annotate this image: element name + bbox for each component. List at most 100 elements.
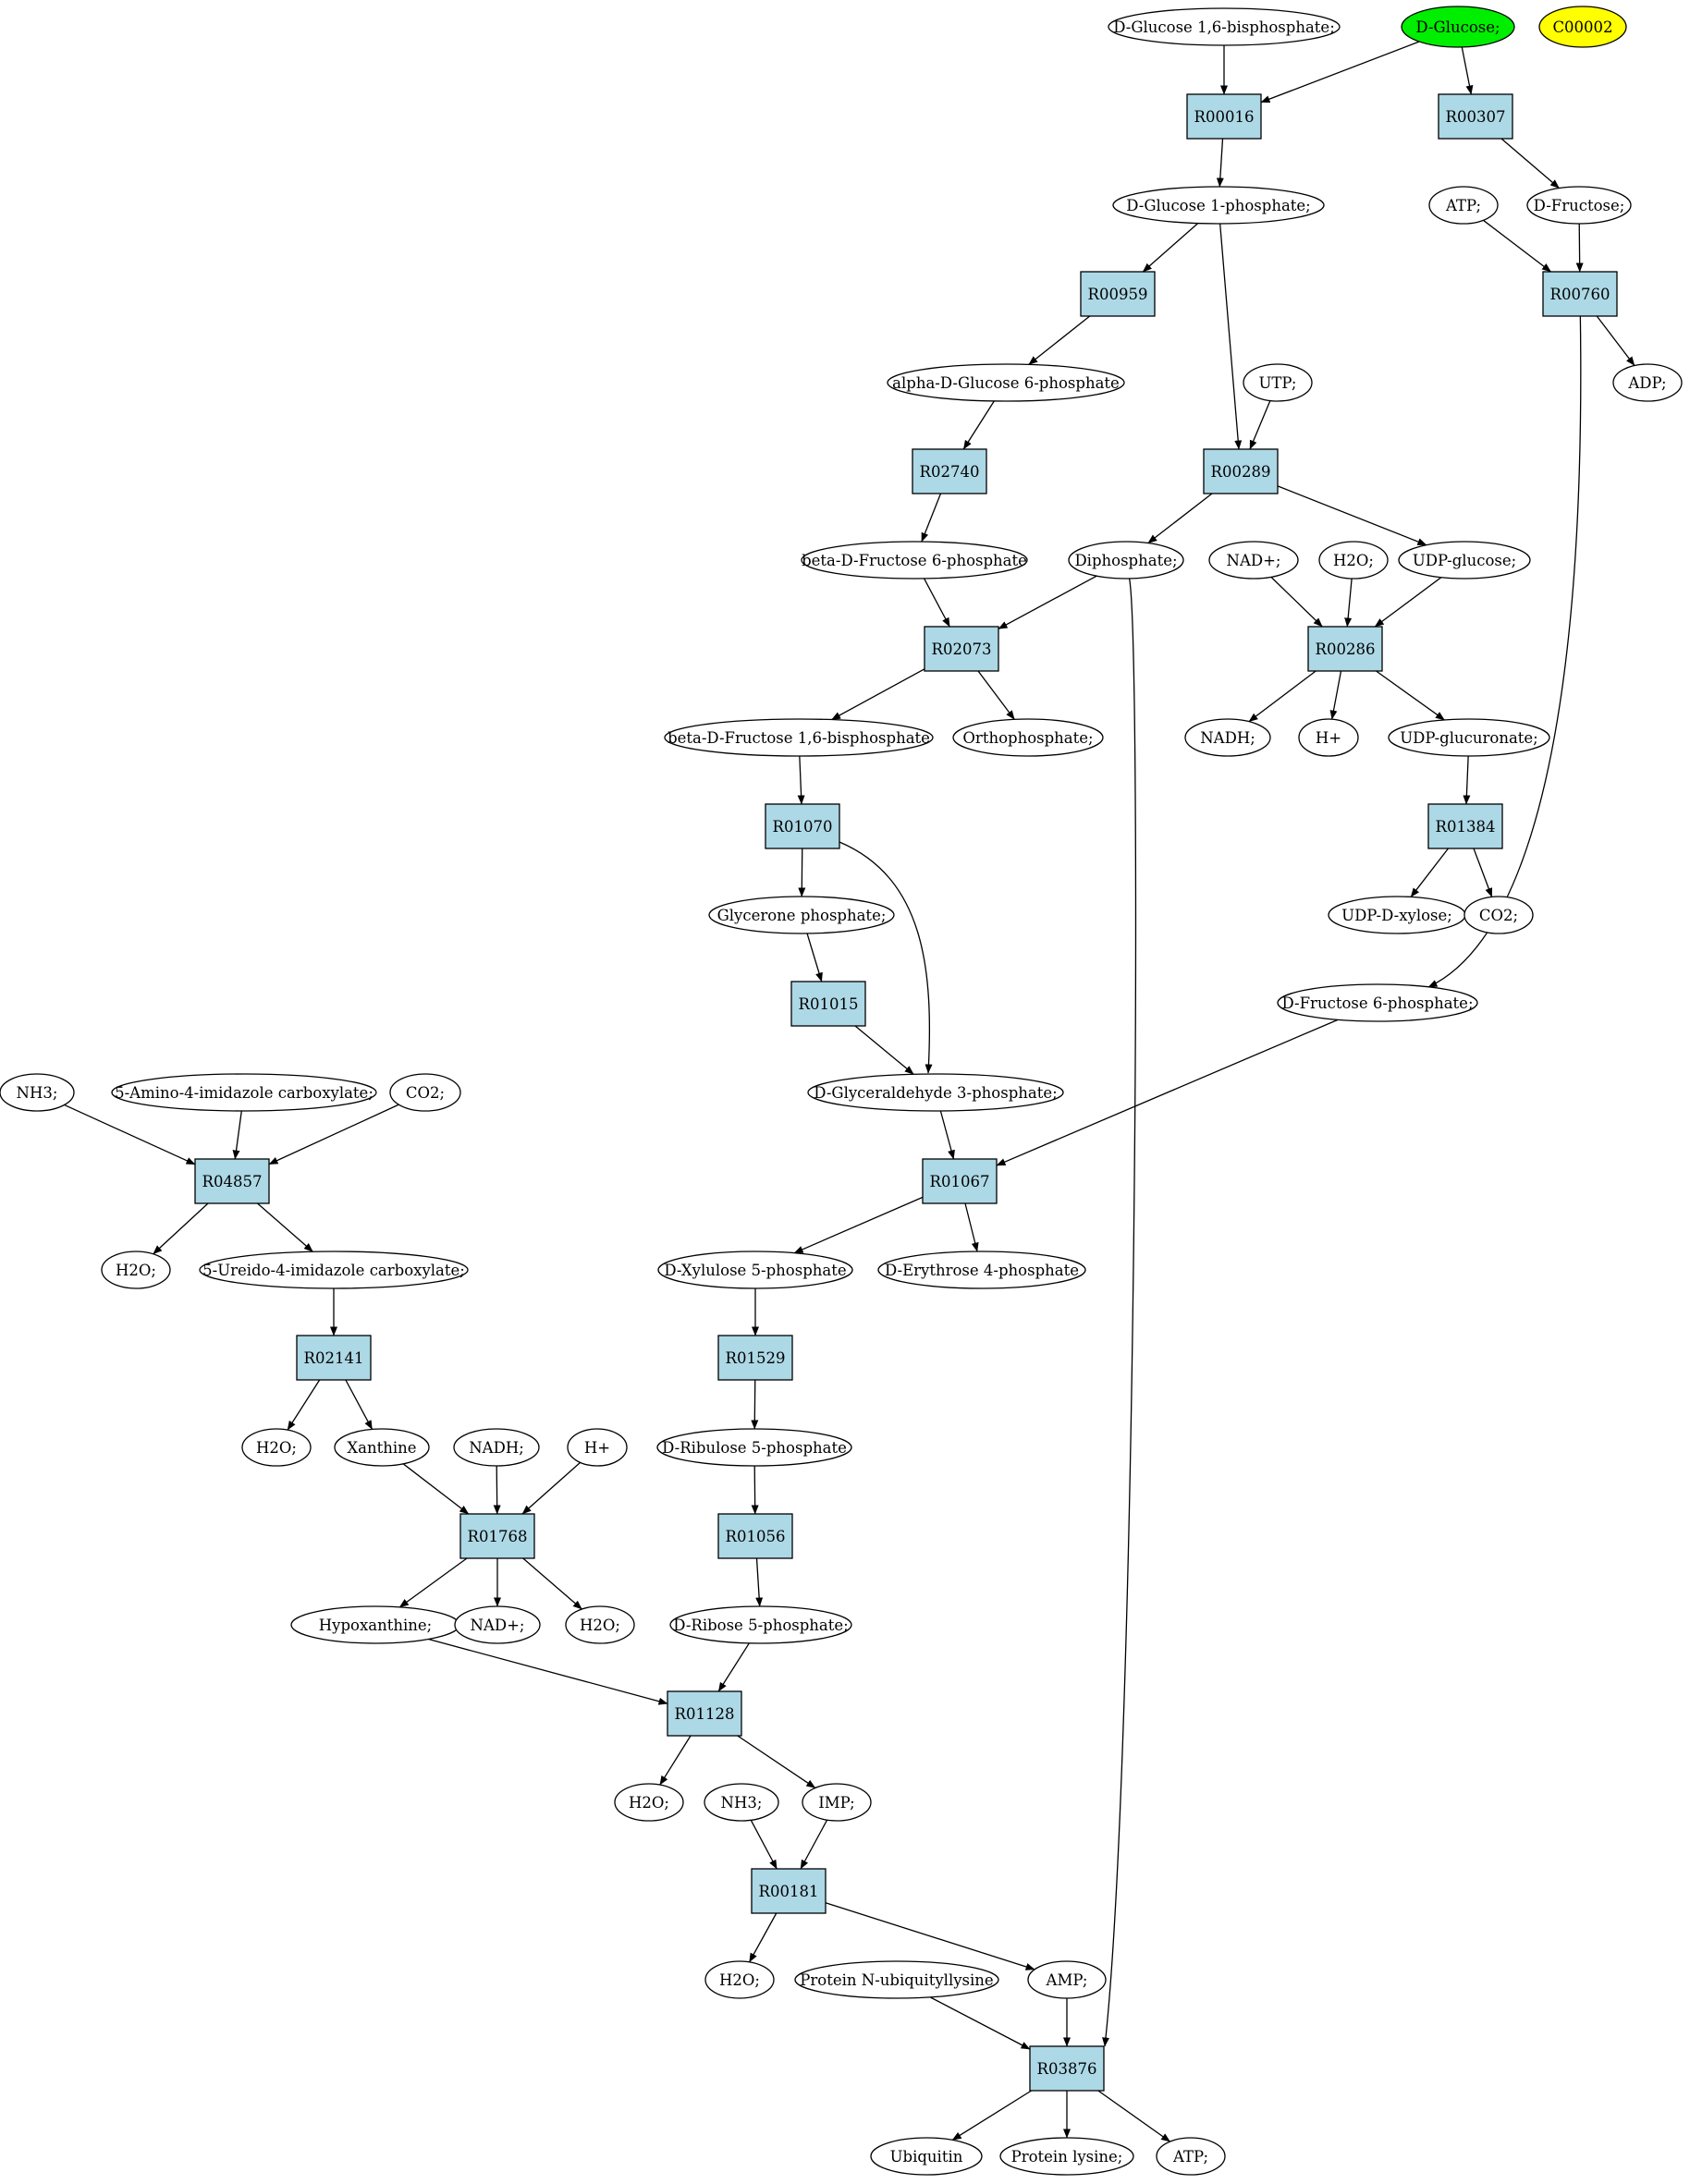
reaction-node-r01128[interactable]: R01128 [667, 1690, 742, 1737]
reaction-node-r00181[interactable]: R00181 [751, 1868, 827, 1914]
edge-r02740-to-beta-d-fructose-6-phosphate [921, 493, 942, 543]
compound-node-nadh[interactable]: NADH; [1184, 718, 1271, 757]
reaction-node-r04857[interactable]: R04857 [194, 1158, 270, 1204]
reaction-node-r02141[interactable]: R02141 [296, 1335, 372, 1381]
node-label: D-Glucose; [1415, 18, 1500, 36]
edge-diphosphate-to-r03876 [1102, 578, 1137, 2047]
edge-r00286-to-udp-glucuronate [1376, 670, 1445, 721]
compound-node-d-glucose-1-phosphate[interactable]: D-Glucose 1-phosphate; [1112, 186, 1325, 225]
compound-node-h2o[interactable]: H2O; [241, 1428, 312, 1467]
compound-node-d-glyceraldehyde-3-phosphate[interactable]: D-Glyceraldehyde 3-phosphate; [807, 1073, 1064, 1112]
compound-node-d-fructose-6-phosphate[interactable]: D-Fructose 6-phosphate; [1277, 983, 1478, 1022]
compound-node-atp[interactable]: ATP; [1428, 186, 1499, 225]
reaction-node-r00016[interactable]: R00016 [1186, 93, 1262, 140]
compound-node-adp[interactable]: ADP; [1612, 363, 1683, 402]
compound-node-d-fructose[interactable]: D-Fructose; [1526, 186, 1632, 225]
reaction-box [1427, 803, 1503, 849]
compound-node-alpha-d-glucose-6-phosphate[interactable]: alpha-D-Glucose 6-phosphate [887, 363, 1125, 402]
compound-node-5-amino-4-imidazole-carboxylate[interactable]: 5-Amino-4-imidazole carboxylate; [111, 1073, 377, 1112]
compound-node-d-ribulose-5-phosphate[interactable]: D-Ribulose 5-phosphate [656, 1428, 852, 1467]
compound-node-glycerone-phosphate[interactable]: Glycerone phosphate; [708, 896, 895, 934]
reaction-node-r02740[interactable]: R02740 [912, 448, 987, 494]
reaction-node-r00760[interactable]: R00760 [1542, 271, 1618, 317]
node-label: R01128 [675, 1705, 735, 1723]
compound-node-h[interactable]: H+ [567, 1428, 628, 1467]
compound-node-nad[interactable]: NAD+; [454, 1605, 541, 1644]
node-label: R00760 [1550, 286, 1610, 303]
edge-r00760-to-d-fructose-6-phosphate [1427, 315, 1582, 988]
reaction-node-r01768[interactable]: R01768 [459, 1513, 535, 1559]
compound-node-atp[interactable]: ATP; [1156, 2137, 1226, 2176]
compound-node-ubiquitin[interactable]: Ubiquitin [870, 2137, 983, 2176]
reaction-node-r00289[interactable]: R00289 [1203, 448, 1279, 494]
compound-ellipse [1068, 541, 1184, 580]
compound-node-h2o[interactable]: H2O; [1318, 541, 1389, 580]
reaction-node-r01067[interactable]: R01067 [922, 1158, 998, 1204]
reaction-node-r01529[interactable]: R01529 [717, 1335, 793, 1381]
compound-node-5-ureido-4-imidazole-carboxylate[interactable]: 5-Ureido-4-imidazole carboxylate; [199, 1251, 469, 1289]
node-label: Orthophosphate; [962, 729, 1093, 747]
reaction-node-r02073[interactable]: R02073 [924, 626, 999, 672]
edge-r01128-to-imp [737, 1735, 816, 1788]
reaction-node-r01015[interactable]: R01015 [790, 981, 866, 1027]
node-label: H+ [584, 1439, 610, 1457]
compound-node-protein-n-ubiquityllysine[interactable]: Protein N-ubiquityllysine [794, 1960, 999, 1999]
compound-node-co2[interactable]: CO2; [389, 1073, 461, 1112]
compound-node-hypoxanthine[interactable]: Hypoxanthine; [290, 1605, 460, 1644]
compound-node-protein-lysine[interactable]: Protein lysine; [999, 2137, 1134, 2176]
compound-node-udp-glucuronate[interactable]: UDP-glucuronate; [1388, 718, 1550, 757]
compound-node-h2o[interactable]: H2O; [704, 1960, 775, 1999]
compound-ellipse [101, 1251, 171, 1289]
reaction-node-r00307[interactable]: R00307 [1438, 93, 1513, 140]
node-label: D-Glucose 1,6-bisphosphate; [1113, 18, 1335, 36]
compound-node-d-xylulose-5-phosphate[interactable]: D-Xylulose 5-phosphate [657, 1251, 853, 1289]
compound-ellipse [1156, 2137, 1226, 2176]
compound-node-c00002[interactable]: C00002 [1538, 6, 1627, 48]
compound-node-h2o[interactable]: H2O; [101, 1251, 171, 1289]
compound-node-d-glucose-1-6-bisphosphate[interactable]: D-Glucose 1,6-bisphosphate; [1108, 7, 1341, 46]
compound-node-d-ribose-5-phosphate[interactable]: D-Ribose 5-phosphate; [669, 1605, 852, 1644]
compound-node-d-erythrose-4-phosphate[interactable]: D-Erythrose 4-phosphate [877, 1251, 1086, 1289]
compound-node-amp[interactable]: AMP; [1027, 1960, 1107, 1999]
reaction-node-r01384[interactable]: R01384 [1427, 803, 1503, 849]
node-label: Glycerone phosphate; [717, 907, 887, 924]
compound-node-co2[interactable]: CO2; [1463, 896, 1534, 934]
reaction-box [1029, 2045, 1105, 2092]
reaction-node-r01070[interactable]: R01070 [765, 803, 840, 849]
compound-ellipse [1108, 7, 1341, 46]
compound-node-imp[interactable]: IMP; [802, 1783, 872, 1822]
compound-node-nadh[interactable]: NADH; [453, 1428, 540, 1467]
reaction-node-r03876[interactable]: R03876 [1029, 2045, 1105, 2092]
compound-ellipse [389, 1073, 461, 1112]
compound-node-h[interactable]: H+ [1298, 718, 1359, 757]
compound-ellipse [241, 1428, 312, 1467]
compound-node-diphosphate[interactable]: Diphosphate; [1068, 541, 1184, 580]
compound-node-nad[interactable]: NAD+; [1208, 541, 1299, 580]
compound-node-beta-d-fructose-1-6-bisphosphate[interactable]: beta-D-Fructose 1,6-bisphosphate [664, 718, 934, 757]
node-label: Diphosphate; [1074, 552, 1177, 569]
compound-node-nh3[interactable]: NH3; [704, 1783, 779, 1822]
compound-ellipse [999, 2137, 1134, 2176]
compound-node-udp-d-xylose[interactable]: UDP-D-xylose; [1328, 896, 1466, 934]
node-label: D-Ribose 5-phosphate; [673, 1617, 848, 1634]
compound-node-udp-glucose[interactable]: UDP-glucose; [1398, 541, 1531, 580]
compound-node-orthophosphate[interactable]: Orthophosphate; [952, 718, 1104, 757]
compound-node-h2o[interactable]: H2O; [614, 1783, 684, 1822]
compound-node-nh3[interactable]: NH3; [0, 1073, 75, 1112]
compound-node-utp[interactable]: UTP; [1243, 363, 1313, 402]
node-label: D-Xylulose 5-phosphate [664, 1262, 846, 1279]
reaction-node-r00959[interactable]: R00959 [1080, 271, 1156, 317]
reaction-box [1438, 93, 1513, 140]
compound-node-beta-d-fructose-6-phosphate[interactable]: beta-D-Fructose 6-phosphate [801, 541, 1028, 580]
compound-node-h2o[interactable]: H2O; [565, 1605, 635, 1644]
edge-r00181-to-h2o [749, 1912, 778, 1963]
edge-r03876-to-ubiquitin [951, 2090, 1032, 2141]
edge-co2-to-r04857 [268, 1104, 399, 1165]
edge-beta-d-fructose-1-6-bisphosphate-to-r01070 [797, 755, 805, 805]
reaction-node-r00286[interactable]: R00286 [1307, 626, 1383, 672]
compound-node-d-glucose[interactable]: D-Glucose; [1401, 6, 1515, 48]
compound-node-xanthine[interactable]: Xanthine [334, 1428, 430, 1467]
edge-r04857-to-5-ureido-4-imidazole-carboxylate [257, 1202, 313, 1252]
reaction-node-r01056[interactable]: R01056 [717, 1513, 793, 1559]
compound-ellipse [801, 541, 1028, 580]
